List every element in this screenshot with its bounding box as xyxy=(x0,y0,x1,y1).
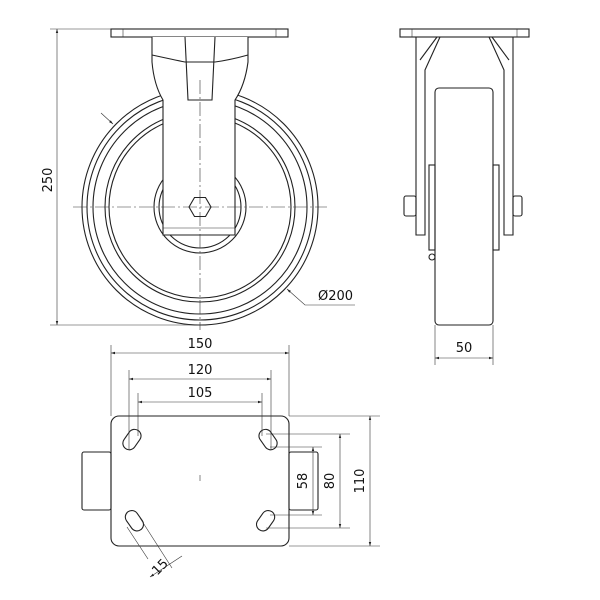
side-view: 50 xyxy=(399,28,530,365)
dim-wheel-diameter: Ø200 xyxy=(318,289,353,304)
dim-hole-spacing-outer: 120 xyxy=(188,363,213,378)
dim-80: 80 xyxy=(323,473,338,490)
nut xyxy=(512,195,523,217)
mounting-slots xyxy=(122,428,278,532)
dim-plate-width: 110 xyxy=(353,469,368,494)
dim-plate-length: 150 xyxy=(188,337,213,352)
side-wheel xyxy=(434,87,494,326)
side-mounting-plate xyxy=(399,28,530,38)
dim-hole-spacing-inner: 105 xyxy=(188,386,213,401)
dim-58: 58 xyxy=(296,473,311,490)
dim-height: 250 xyxy=(41,168,56,193)
front-view: 250 Ø200 xyxy=(41,28,355,330)
top-plate xyxy=(110,415,290,547)
mounting-plate xyxy=(110,28,289,38)
plate-view: 150 120 105 58 80 110 15 xyxy=(81,337,380,579)
dim-wheel-width: 50 xyxy=(456,341,473,356)
bolt-head xyxy=(403,195,417,217)
